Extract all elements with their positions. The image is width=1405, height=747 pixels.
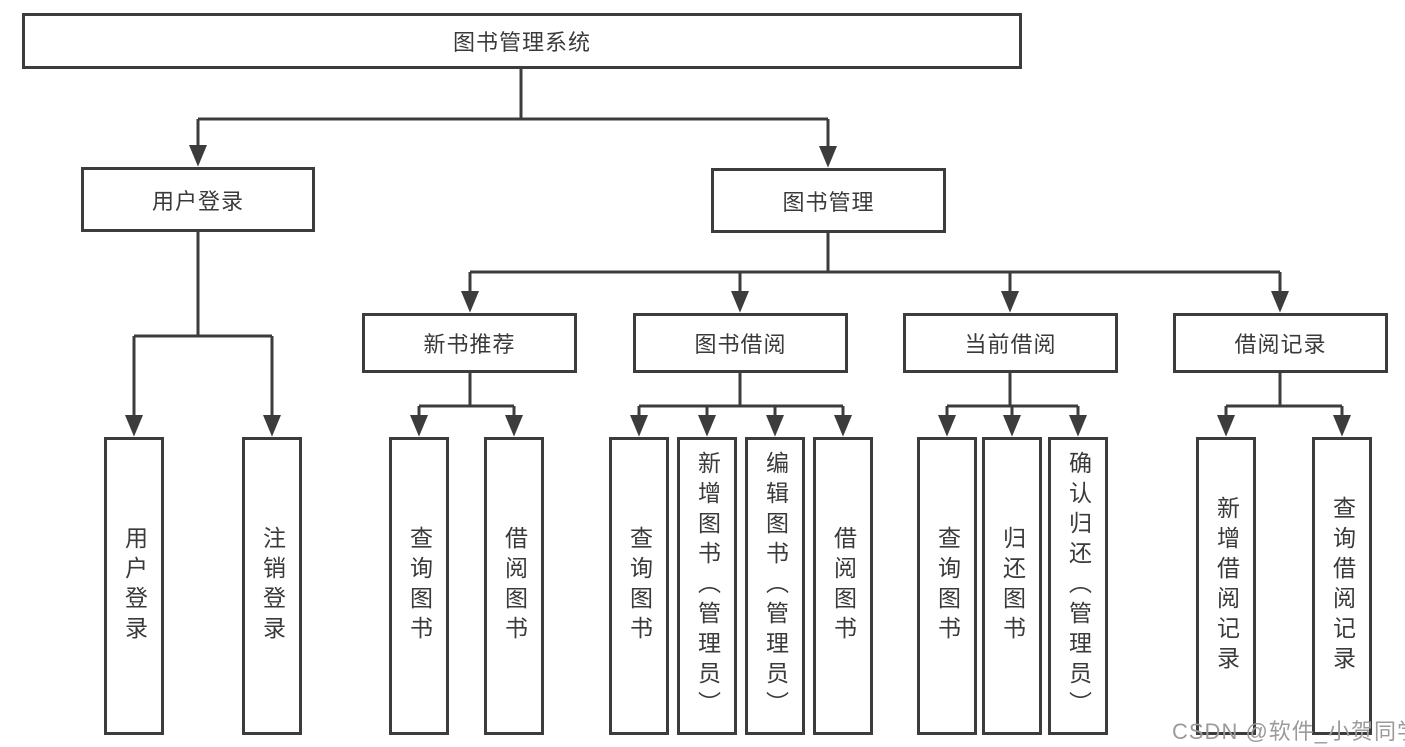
leaf-confirm-return-admin: 确认归还（管理员） — [1048, 437, 1108, 735]
trunk-bookmgmt-to-level3 — [470, 233, 1280, 274]
leaf-user-login: 用户登录 — [104, 437, 164, 735]
trunk-borrow-to-leaves — [639, 373, 843, 408]
trunk-records-to-leaves — [1226, 373, 1342, 408]
leaf-logout-login: 注销登录 — [242, 437, 302, 735]
leaf-edit-books-admin: 编辑图书（管理员） — [745, 437, 805, 735]
node-library-management-system: 图书管理系统 — [22, 13, 1022, 69]
trunk-recommend-to-leaves — [419, 373, 514, 408]
leaf-query-books-borrow: 查询图书 — [609, 437, 669, 735]
leaf-add-borrow-record: 新增借阅记录 — [1196, 437, 1256, 735]
node-current-borrowing: 当前借阅 — [903, 313, 1118, 373]
leaf-borrow-books-recommend: 借阅图书 — [484, 437, 544, 735]
leaf-return-books: 归还图书 — [982, 437, 1042, 735]
node-borrowing-records: 借阅记录 — [1173, 313, 1388, 373]
leaf-query-books-recommend: 查询图书 — [389, 437, 449, 735]
node-book-borrowing: 图书借阅 — [633, 313, 848, 373]
leaf-add-books-admin: 新增图书（管理员） — [677, 437, 737, 735]
node-new-book-recommendation: 新书推荐 — [362, 313, 577, 373]
node-user-login: 用户登录 — [81, 167, 315, 232]
leaf-query-borrow-record: 查询借阅记录 — [1312, 437, 1372, 735]
trunk-userlogin-to-leaves — [134, 232, 272, 338]
node-book-management: 图书管理 — [711, 168, 946, 233]
leaf-borrow-books: 借阅图书 — [813, 437, 873, 735]
trunk-current-to-leaves — [947, 373, 1078, 408]
leaf-query-books-current: 查询图书 — [917, 437, 977, 735]
trunk-root-to-level2 — [198, 68, 828, 121]
csdn-watermark: CSDN @软件_小贺同学 — [1172, 719, 1405, 744]
